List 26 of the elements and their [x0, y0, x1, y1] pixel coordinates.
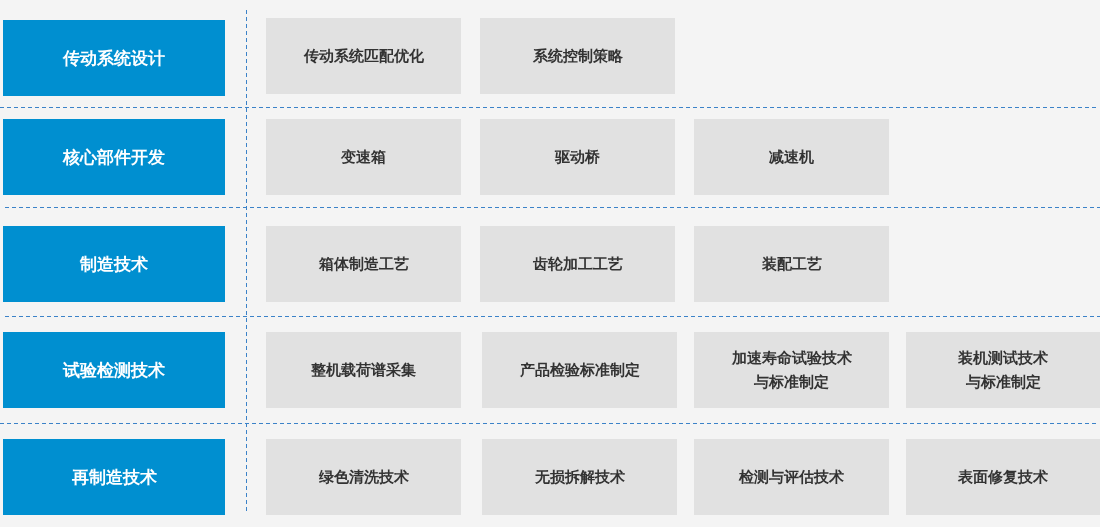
- item-label: 产品检验标准制定: [519, 360, 640, 381]
- item-label: 箱体制造工艺: [318, 254, 409, 275]
- item-label: 变速箱: [341, 147, 386, 168]
- item-label: 齿轮加工工艺: [532, 254, 623, 275]
- category-box: [3, 20, 225, 96]
- category-label: 核心部件开发: [63, 146, 165, 169]
- item-label: 加速寿命试验技术与标准制定: [730, 348, 853, 393]
- item-label: 表面修复技术: [958, 467, 1048, 488]
- item-label: 绿色清洗技术: [318, 467, 409, 488]
- category-label: 传动系统设计: [63, 47, 165, 70]
- item-label: 整机载荷谱采集: [311, 360, 416, 381]
- item-label: 无损拆解技术: [534, 467, 625, 488]
- item-label: 装机测试技术与标准制定: [957, 348, 1049, 393]
- category-label: 制造技术: [80, 253, 148, 276]
- category-box: [3, 439, 225, 515]
- item-label: 减速机: [769, 147, 814, 168]
- category-box: [3, 226, 225, 302]
- item-label: 装配工艺: [761, 254, 822, 275]
- category-label: 试验检测技术: [63, 359, 165, 382]
- item-label: 驱动桥: [555, 147, 600, 168]
- category-box: [3, 119, 225, 195]
- item-label: 传动系统匹配优化: [303, 46, 424, 67]
- category-label: 再制造技术: [71, 466, 157, 489]
- item-label: 系统控制策略: [532, 46, 623, 67]
- category-box: [3, 332, 225, 408]
- item-label: 检测与评估技术: [739, 467, 844, 488]
